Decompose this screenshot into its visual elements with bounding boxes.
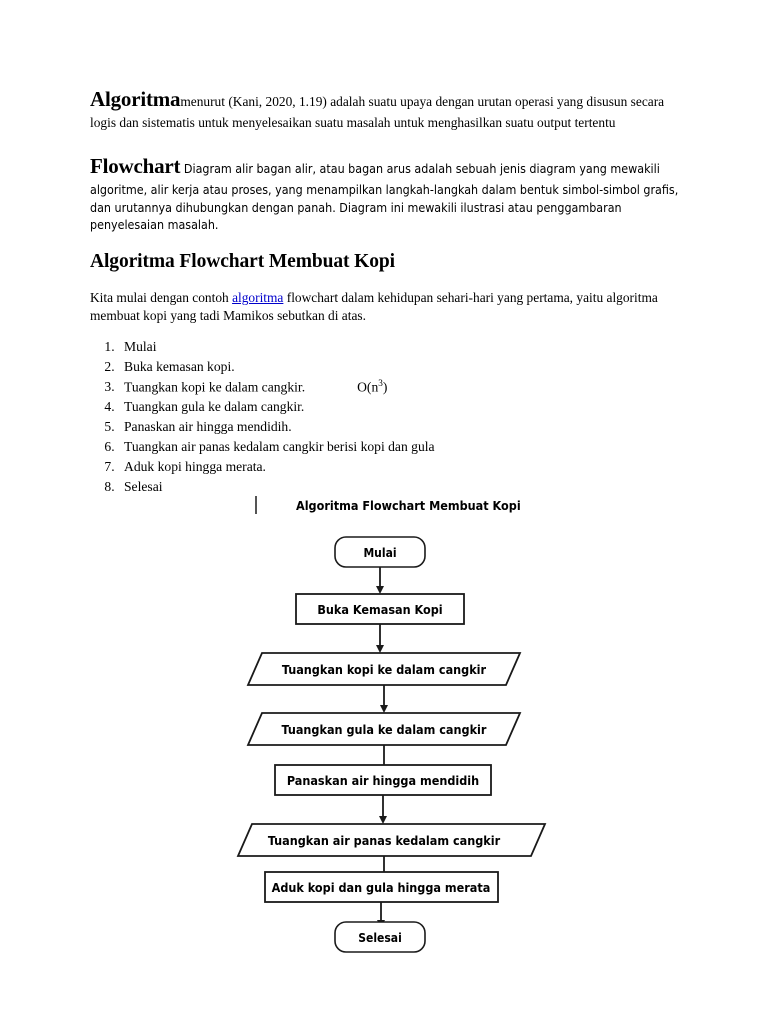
- flow-node-label: Tuangkan kopi ke dalam cangkir: [282, 662, 487, 677]
- io-shape: [246, 712, 522, 746]
- flow-node-label: Buka Kemasan Kopi: [317, 602, 442, 617]
- flow-node-label: Aduk kopi dan gula hingga merata: [272, 880, 491, 895]
- step-text: Panaskan air hingga mendidih.: [124, 419, 292, 435]
- process-shape: [274, 764, 492, 796]
- complexity-annotation: O(n3): [357, 377, 387, 398]
- step-text: Tuangkan kopi ke dalam cangkir.: [124, 379, 306, 395]
- flow-node-tuangkan-kopi[interactable]: Tuangkan kopi ke dalam cangkir: [246, 652, 522, 686]
- io-shape: [246, 652, 522, 686]
- paragraph-algoritma: Algoritmamenurut (Kani, 2020, 1.19) adal…: [90, 86, 680, 132]
- list-item: Tuangkan gula ke dalam cangkir.: [118, 397, 680, 417]
- flow-node-panaskan-air[interactable]: Panaskan air hingga mendidih: [274, 764, 492, 796]
- flow-node-tuangkan-gula[interactable]: Tuangkan gula ke dalam cangkir: [246, 712, 522, 746]
- steps-list: Mulai Buka kemasan kopi. Tuangkan kopi k…: [90, 337, 680, 497]
- flow-node-aduk-kopi[interactable]: Aduk kopi dan gula hingga merata: [264, 871, 499, 903]
- flow-node-buka-kemasan-kopi[interactable]: Buka Kemasan Kopi: [295, 593, 465, 625]
- flow-node-label: Mulai: [363, 546, 396, 560]
- flow-node-label: Selesai: [358, 931, 402, 945]
- page-title: Algoritma Flowchart Membuat Kopi: [90, 251, 395, 273]
- list-item: Aduk kopi hingga merata.: [118, 457, 680, 477]
- flow-node-mulai[interactable]: Mulai: [334, 536, 426, 568]
- list-item: Selesai: [118, 477, 680, 497]
- flow-node-tuangkan-air-panas[interactable]: Tuangkan air panas kedalam cangkir: [236, 823, 547, 857]
- intro-text-before: Kita mulai dengan contoh: [90, 290, 233, 306]
- paragraph-flowchart: Flowchart Diagram alir bagan alir, atau …: [90, 152, 680, 233]
- step-text: Mulai: [124, 338, 157, 354]
- spacer: [90, 233, 680, 251]
- paragraph-flowchart-text: Diagram alir bagan alir, atau bagan arus…: [90, 160, 679, 232]
- algoritma-link[interactable]: algoritma: [232, 290, 284, 306]
- spacer: [90, 325, 680, 337]
- text-caret: [255, 496, 257, 514]
- list-item: Buka kemasan kopi.: [118, 357, 680, 377]
- flow-node-selesai[interactable]: Selesai: [334, 921, 426, 953]
- step-text: Tuangkan gula ke dalam cangkir.: [124, 399, 305, 415]
- spacer: [90, 273, 680, 289]
- intro-text-after: flowchart dalam kehidupan sehari-hari ya…: [90, 290, 658, 324]
- paragraph-algoritma-text: menurut (Kani, 2020, 1.19) adalah suatu …: [90, 94, 665, 130]
- step-text: Buka kemasan kopi.: [124, 358, 235, 374]
- list-item: Tuangkan air panas kedalam cangkir beris…: [118, 437, 680, 457]
- step-text: Selesai: [124, 479, 163, 495]
- flowchart-title: Algoritma Flowchart Membuat Kopi: [296, 498, 521, 513]
- io-shape: [236, 823, 547, 857]
- step-text: Aduk kopi hingga merata.: [124, 459, 266, 475]
- paragraph-flowchart-lead: Flowchart: [90, 153, 181, 178]
- flow-node-label: Tuangkan air panas kedalam cangkir: [268, 833, 501, 848]
- list-item: Mulai: [118, 337, 680, 357]
- flow-node-label: Panaskan air hingga mendidih: [287, 773, 479, 788]
- process-shape: [295, 593, 465, 625]
- flowchart-figure: Algoritma Flowchart Membuat Kopi Mulai B…: [0, 486, 768, 966]
- complexity-base: O(n: [357, 379, 379, 395]
- terminator-shape: [334, 921, 426, 953]
- spacer: [90, 132, 680, 152]
- document-body: Algoritmamenurut (Kani, 2020, 1.19) adal…: [90, 86, 680, 497]
- step-text: Tuangkan air panas kedalam cangkir beris…: [124, 439, 435, 455]
- complexity-tail: ): [382, 379, 388, 395]
- complexity-exponent: 3: [378, 377, 383, 388]
- flow-node-label: Tuangkan gula ke dalam cangkir: [282, 722, 487, 737]
- paragraph-algoritma-lead: Algoritma: [90, 87, 181, 111]
- list-item: Tuangkan kopi ke dalam cangkir. O(n3): [118, 377, 680, 398]
- list-item: Panaskan air hingga mendidih.: [118, 417, 680, 437]
- paragraph-intro: Kita mulai dengan contoh algoritma flowc…: [90, 289, 680, 325]
